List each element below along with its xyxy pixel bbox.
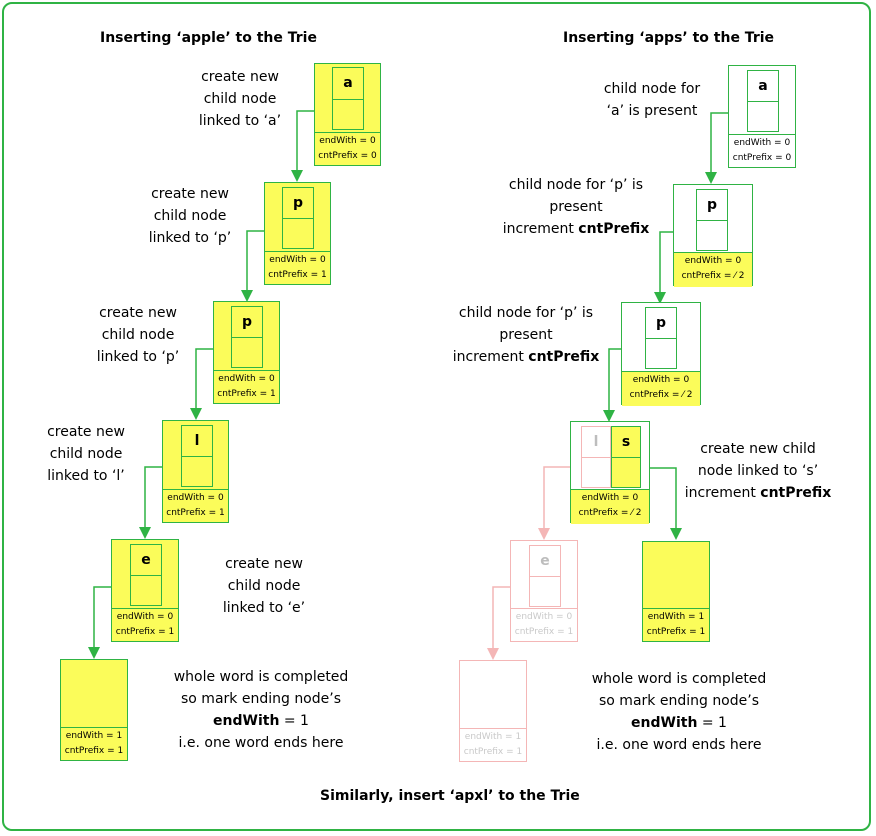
trie-node-ls: l s endWith = 0 cntPrefix = ⁄ 2 — [570, 421, 650, 524]
end-with-label: endWith = 0 — [684, 256, 742, 266]
left-title: Inserting ‘apple’ to the Trie — [100, 30, 317, 46]
node-char: p — [241, 314, 253, 330]
footer-caption: Similarly, insert ‘apxl’ to the Trie — [320, 788, 580, 804]
end-with-label: endWith = 1 — [65, 731, 123, 741]
end-with-label: endWith = 0 — [632, 375, 690, 385]
note-p-present: child node for ‘p’ is present increment … — [502, 177, 650, 237]
cnt-prefix-label: cntPrefix = 1 — [64, 746, 124, 756]
end-with-label: endWith = 0 — [167, 493, 224, 503]
trie-node-s-end: endWith = 1 cntPrefix = 1 — [642, 541, 710, 642]
node-char: l — [593, 434, 599, 450]
note-a-present: child node for‘a’ is present — [603, 81, 701, 119]
cell-s: s — [611, 426, 641, 488]
cnt-prefix-label: cntPrefix = 1 — [268, 270, 327, 280]
end-with-label: endWith = 0 — [733, 138, 791, 148]
trie-node-p: p endWith = 0 cntPrefix = ⁄ 2 — [673, 184, 753, 287]
note-word-complete-right: whole word is completed so mark ending n… — [591, 671, 767, 753]
faded-node-end: endWith = 1 cntPrefix = 1 — [459, 660, 527, 762]
cnt-prefix-label: cntPrefix = 1 — [646, 627, 706, 637]
trie-node-a: a endWith = 0 cntPrefix = 0 — [728, 65, 796, 168]
node-char: s — [621, 434, 631, 450]
end-with-label: endWith = 0 — [319, 136, 376, 146]
trie-node-end: endWith = 1 cntPrefix = 1 — [60, 659, 128, 761]
cnt-prefix-label: cntPrefix = 1 — [217, 389, 276, 399]
trie-node-p: p endWith = 0 cntPrefix = 1 — [213, 301, 280, 404]
end-with-label: endWith = 1 — [464, 732, 522, 742]
cnt-prefix-label: cntPrefix = 0 — [318, 151, 377, 161]
cnt-prefix-label: cntPrefix = 1 — [463, 747, 523, 757]
trie-node-a: a endWith = 0 cntPrefix = 0 — [314, 63, 381, 166]
end-with-label: endWith = 0 — [116, 612, 174, 622]
cnt-prefix-label: cntPrefix = 1 — [514, 627, 574, 637]
faded-cell-l: l — [581, 426, 611, 488]
node-char: e — [540, 553, 550, 569]
node-char: a — [758, 78, 768, 94]
cnt-prefix-label: cntPrefix = ⁄ 2 — [629, 390, 693, 400]
end-with-label: endWith = 0 — [218, 374, 275, 384]
node-char: e — [141, 552, 151, 568]
cnt-prefix-label: cntPrefix = ⁄ 2 — [578, 508, 642, 518]
right-title: Inserting ‘apps’ to the Trie — [563, 30, 775, 46]
faded-node-e: e endWith = 0 cntPrefix = 1 — [510, 540, 578, 642]
node-char: a — [343, 75, 353, 92]
end-with-label: endWith = 1 — [647, 612, 705, 622]
node-char: p — [292, 195, 304, 211]
cnt-prefix-label: cntPrefix = 1 — [115, 627, 175, 637]
cnt-prefix-label: cntPrefix = 0 — [732, 153, 792, 163]
node-char: p — [706, 197, 718, 213]
trie-node-e: e endWith = 0 cntPrefix = 1 — [111, 539, 179, 642]
cnt-prefix-label: cntPrefix = ⁄ 2 — [681, 271, 745, 281]
note-word-complete-left: whole word is completed so mark ending n… — [173, 669, 349, 751]
trie-node-p: p endWith = 0 cntPrefix = ⁄ 2 — [621, 302, 701, 406]
node-char: p — [655, 315, 667, 331]
trie-node-l: l endWith = 0 cntPrefix = 1 — [162, 420, 229, 523]
node-char: l — [194, 433, 200, 449]
cnt-prefix-label: cntPrefix = 1 — [166, 508, 225, 518]
note-create-s: create new child node linked to ‘s’ incr… — [684, 441, 832, 501]
end-with-label: endWith = 0 — [581, 493, 639, 503]
note-p-present: child node for ‘p’ is present increment … — [452, 305, 600, 365]
end-with-label: endWith = 0 — [515, 612, 573, 622]
trie-node-p: p endWith = 0 cntPrefix = 1 — [264, 182, 331, 285]
end-with-label: endWith = 0 — [269, 255, 326, 265]
